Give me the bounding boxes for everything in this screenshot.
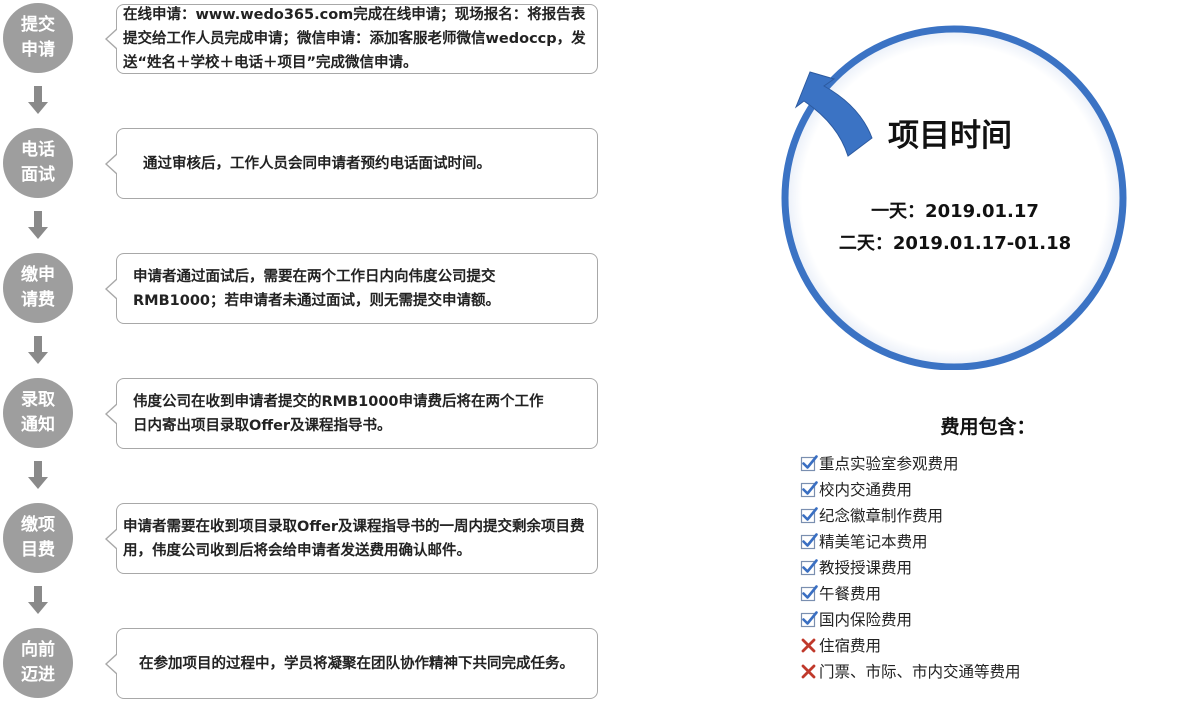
- step-text: 申请者通过面试后，需要在两个工作日内向伟度公司提交RMB1000；若申请者未通过…: [133, 268, 501, 309]
- down-arrow-icon: [28, 336, 48, 364]
- fee-item-label: 午餐费用: [819, 585, 882, 603]
- fee-item: 住宿费用: [800, 632, 1021, 658]
- step-title-line1: 缴项: [21, 515, 55, 535]
- step-circle-admission: 录取 通知: [3, 378, 73, 448]
- checkbox-check-icon: [800, 455, 818, 472]
- fees-list: 重点实验室参观费用校内交通费用纪念徽章制作费用精美笔记本费用教授授课费用午餐费用…: [800, 450, 1021, 684]
- time-circle-outline: [781, 25, 1127, 370]
- step-circle-phone-interview: 电话 面试: [3, 128, 73, 198]
- fee-item: 国内保险费用: [800, 606, 1021, 632]
- step-description-pay-program: 申请者需要在收到项目录取Offer及课程指导书的一周内提交剩余项目费用，伟度公司…: [105, 503, 598, 574]
- fee-item: 教授授课费用: [800, 554, 1021, 580]
- checkbox-check-icon: [800, 533, 818, 550]
- step-text: 在参加项目的过程中，学员将凝聚在团队协作精神下共同完成任务。: [139, 655, 574, 672]
- fee-item: 重点实验室参观费用: [800, 450, 1021, 476]
- step-description-pay-application: 申请者通过面试后，需要在两个工作日内向伟度公司提交RMB1000；若申请者未通过…: [105, 253, 598, 324]
- checkbox-check-icon: [800, 507, 818, 524]
- checkbox-check-icon: [800, 585, 818, 602]
- fee-item-label: 国内保险费用: [819, 611, 913, 629]
- step-title-line2: 申请: [21, 40, 55, 60]
- curved-arrow-icon: [794, 71, 873, 157]
- fee-item: 纪念徽章制作费用: [800, 502, 1021, 528]
- down-arrow-icon: [28, 86, 48, 114]
- fees-title: 费用包含：: [940, 416, 1036, 438]
- project-time-title: 项目时间: [888, 118, 1012, 154]
- checkbox-check-icon: [800, 611, 818, 628]
- step-circle-move-forward: 向前 迈进: [3, 628, 73, 698]
- step-title-line2: 请费: [21, 290, 55, 310]
- fee-item: 门票、市际、市内交通等费用: [800, 658, 1021, 684]
- step-circle-pay-application: 缴申 请费: [3, 253, 73, 323]
- checkbox-check-icon: [800, 559, 818, 576]
- fee-item: 校内交通费用: [800, 476, 1021, 502]
- step-title-line2: 面试: [21, 165, 55, 185]
- cross-icon: [801, 664, 816, 679]
- fee-item-label: 住宿费用: [819, 637, 882, 655]
- project-time-ring: [781, 25, 1127, 370]
- step-title-line1: 提交: [21, 15, 55, 35]
- one-day-date: 一天：2019.01.17: [871, 201, 1039, 222]
- cross-icon: [801, 638, 816, 653]
- fee-item-label: 校内交通费用: [819, 481, 913, 499]
- step-description-move-forward: 在参加项目的过程中，学员将凝聚在团队协作精神下共同完成任务。: [105, 628, 598, 699]
- fee-item-label: 精美笔记本费用: [819, 533, 928, 551]
- fee-item-label: 门票、市际、市内交通等费用: [819, 663, 1021, 681]
- step-title-line2: 迈进: [21, 665, 55, 685]
- step-text: 在线申请：www.wedo365.com完成在线申请；现场报名：将报告表提交给工…: [123, 7, 586, 71]
- down-arrow-icon: [28, 211, 48, 239]
- two-day-date: 二天：2019.01.17-01.18: [838, 233, 1072, 254]
- step-text: 通过审核后，工作人员会同申请者预约电话面试时间。: [143, 155, 491, 172]
- step-text: 伟度公司在收到申请者提交的RMB1000申请费后将在两个工作日内寄出项目录取Of…: [133, 393, 544, 434]
- step-description-apply: 在线申请：www.wedo365.com完成在线申请；现场报名：将报告表提交给工…: [105, 4, 598, 74]
- step-title-line1: 缴申: [21, 265, 55, 285]
- step-circle-pay-program: 缴项 目费: [3, 503, 73, 573]
- step-title-line1: 电话: [21, 140, 55, 160]
- step-title-line2: 目费: [21, 540, 55, 560]
- down-arrow-icon: [28, 461, 48, 489]
- fee-item: 午餐费用: [800, 580, 1021, 606]
- step-title-line1: 向前: [21, 640, 55, 660]
- step-circle-apply: 提交 申请: [3, 3, 73, 73]
- step-text: 申请者需要在收到项目录取Offer及课程指导书的一周内提交剩余项目费用，伟度公司…: [123, 518, 585, 559]
- step-title-line1: 录取: [21, 390, 55, 410]
- step-description-admission: 伟度公司在收到申请者提交的RMB1000申请费后将在两个工作日内寄出项目录取Of…: [105, 378, 598, 449]
- checkbox-check-icon: [800, 481, 818, 498]
- fee-item-label: 教授授课费用: [819, 559, 913, 577]
- step-description-phone-interview: 通过审核后，工作人员会同申请者预约电话面试时间。: [105, 128, 598, 199]
- step-title-line2: 通知: [21, 415, 55, 435]
- down-arrow-icon: [28, 586, 48, 614]
- fee-item-label: 重点实验室参观费用: [819, 455, 959, 473]
- fee-item-label: 纪念徽章制作费用: [819, 507, 944, 525]
- fee-item: 精美笔记本费用: [800, 528, 1021, 554]
